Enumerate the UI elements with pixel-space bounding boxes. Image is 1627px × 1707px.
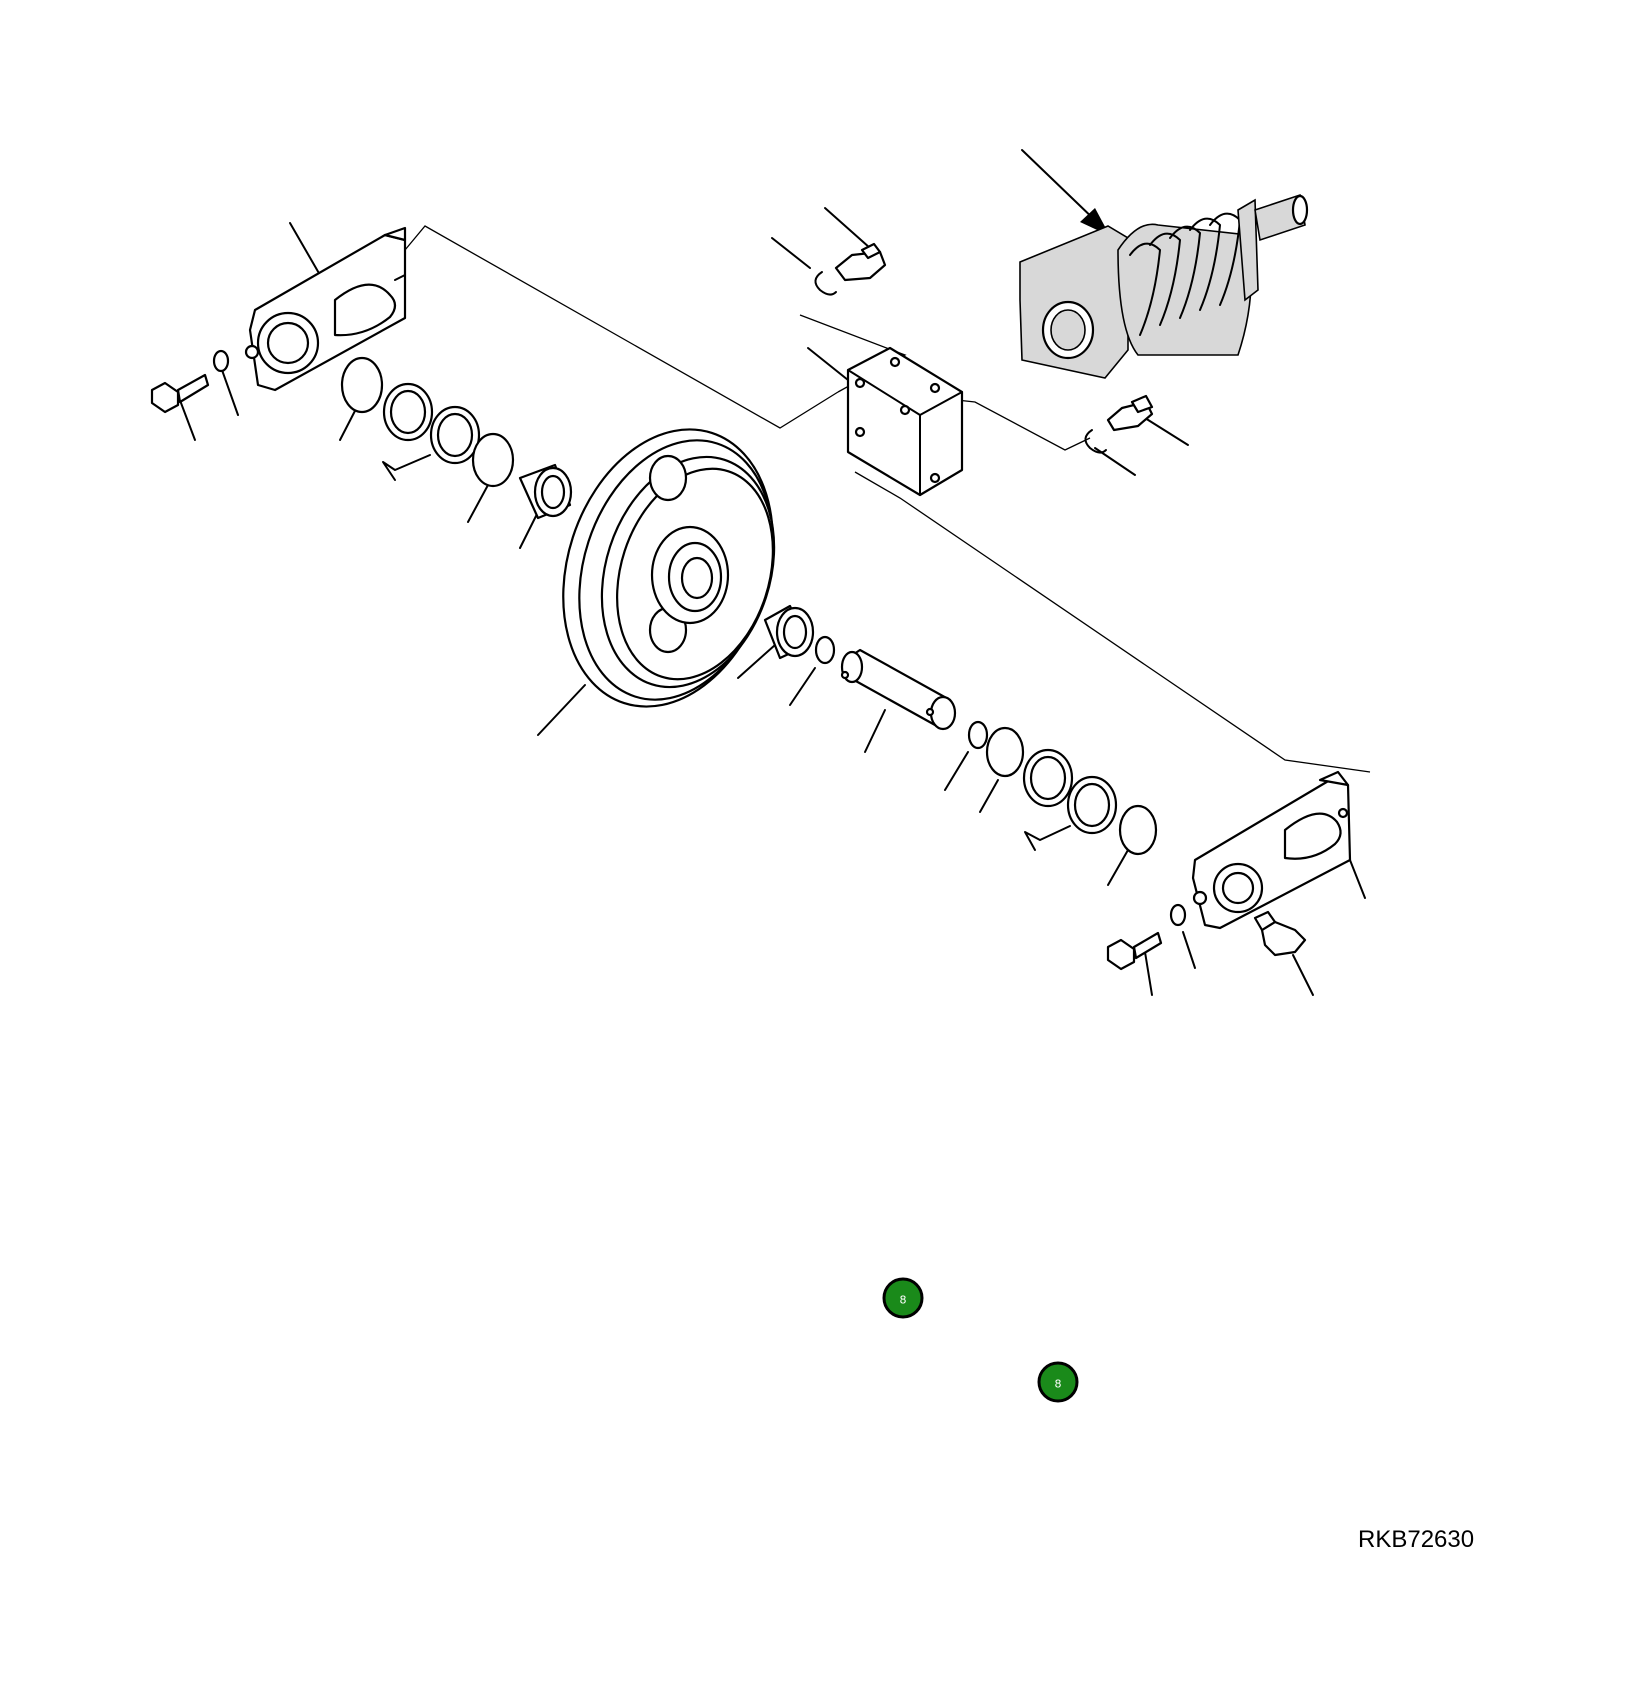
right-bushing xyxy=(763,604,815,660)
top-bolt xyxy=(834,242,887,282)
left-bushing xyxy=(518,463,573,520)
support-plate xyxy=(846,346,964,497)
hotspot-label: 8 xyxy=(1055,1378,1062,1391)
right-small-o-ring-2 xyxy=(967,720,989,750)
right-yoke xyxy=(1191,770,1352,930)
hotspot-marker[interactable]: 8 xyxy=(1037,1361,1079,1403)
right-plug-bolt xyxy=(1253,910,1307,957)
recoil-spring-assembly xyxy=(1019,193,1309,379)
left-floating-seal-pair xyxy=(382,382,481,465)
left-yoke xyxy=(244,226,407,392)
right-small-o-ring xyxy=(814,635,836,665)
left-o-ring-inner xyxy=(471,432,515,488)
mid-right-circlip xyxy=(1084,429,1107,454)
arrow-to-recoil-spring xyxy=(1021,149,1110,236)
right-o-ring-inner xyxy=(985,726,1025,778)
left-o-ring-outer xyxy=(340,356,384,414)
mid-right-bolt xyxy=(1106,394,1154,432)
left-bolt xyxy=(150,373,210,414)
right-o-ring-outer xyxy=(1118,804,1158,856)
hotspot-marker[interactable]: 8 xyxy=(882,1277,924,1319)
right-washer xyxy=(1169,903,1187,927)
right-bolt xyxy=(1106,931,1163,971)
idler-wheel xyxy=(562,428,776,708)
leader-lines xyxy=(177,207,1366,996)
right-floating-seal-pair xyxy=(1022,748,1118,835)
drawing-code: RKB72630 xyxy=(1358,1526,1475,1553)
idler-shaft xyxy=(840,648,957,731)
hotspot-circle xyxy=(882,1277,924,1319)
hotspot-circle xyxy=(1037,1361,1079,1403)
hotspot-label: 8 xyxy=(900,1294,907,1307)
top-circlip xyxy=(814,271,837,296)
left-washer xyxy=(212,349,230,373)
